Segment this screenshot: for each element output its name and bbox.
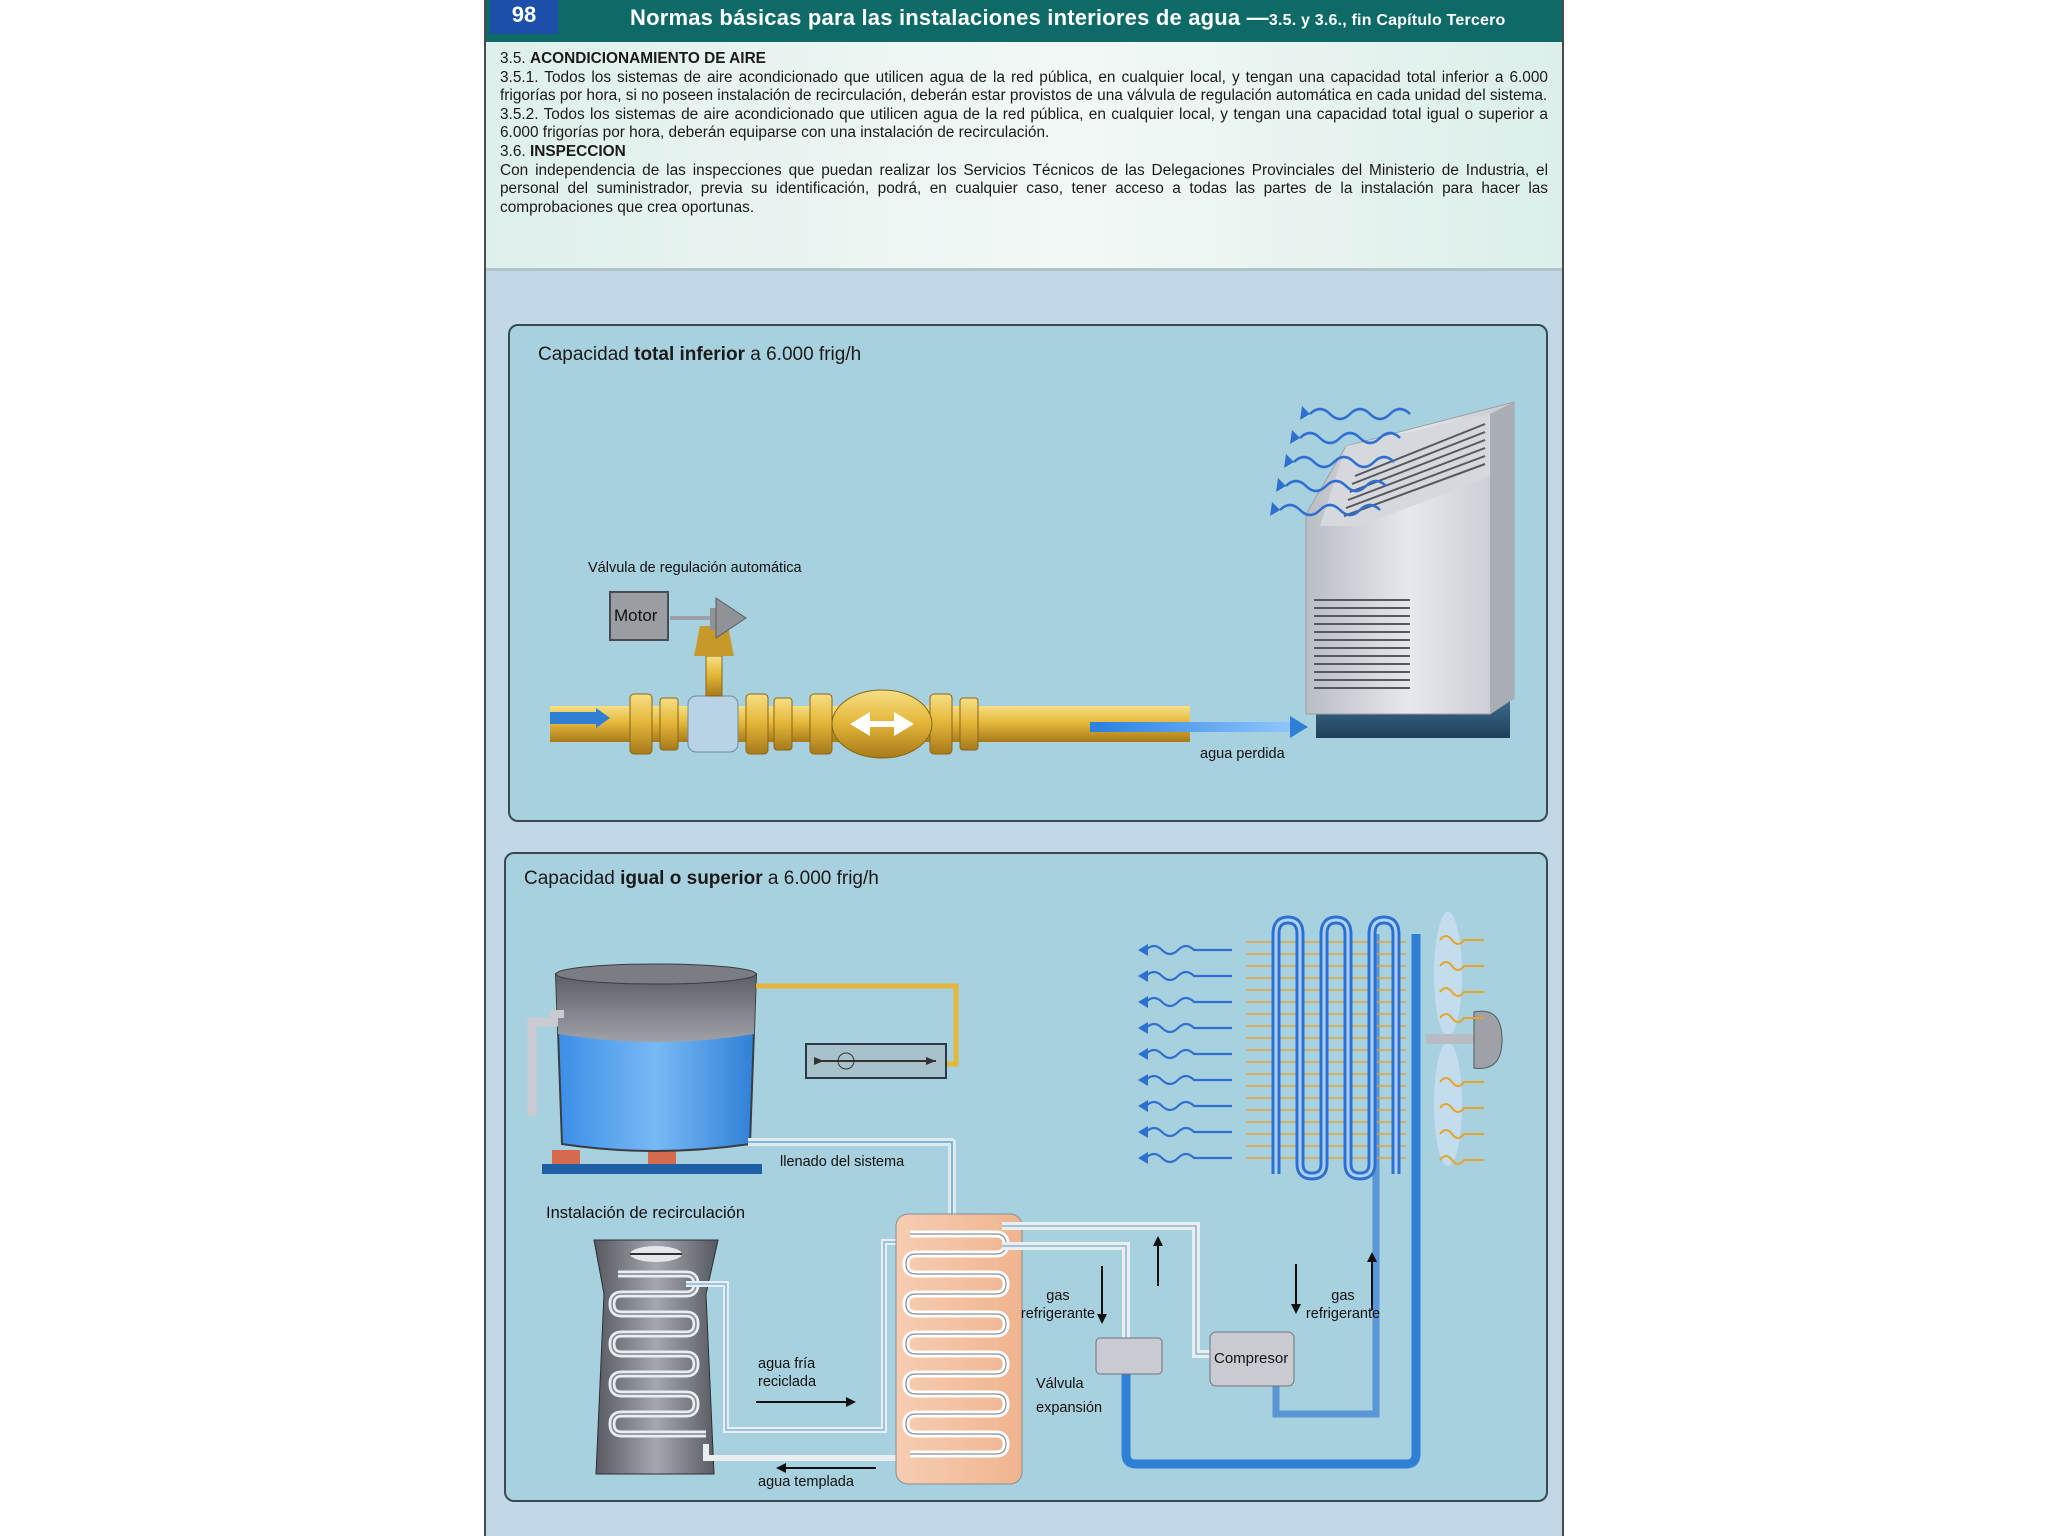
paragraph-3-6: Con independencia de las inspecciones qu… [500, 161, 1548, 216]
outflow-stream [1090, 722, 1290, 732]
cooling-tower [593, 1239, 719, 1475]
page-title-sub: 3.5. y 3.6., fin Capítulo Tercero [1268, 12, 1506, 29]
cold-water-label-line2: reciclada [758, 1374, 817, 1390]
refrigerant-return-pipe [1121, 934, 1421, 1469]
gas-left-label-line2: refrigerante [1020, 1306, 1096, 1322]
gas-right-label-line1: gas [1331, 1288, 1355, 1304]
paragraph-3-5-1: 3.5.1. Todos los sistemas de aire acondi… [500, 68, 1548, 105]
motor-box [609, 591, 669, 641]
cold-water-label-line1: agua fría [758, 1356, 816, 1372]
lost-water-label: agua perdida [1200, 746, 1285, 762]
section-3-6-heading: 3.6. INSPECCION [500, 142, 626, 160]
page-title-main: Normas básicas para las instalaciones in… [630, 5, 1269, 30]
page-title: Normas básicas para las instalaciones in… [630, 5, 1505, 31]
motor-label: Motor [614, 606, 658, 625]
outflow-arrow [1290, 716, 1308, 738]
expansion-valve-label-line1: Válvula [1036, 1376, 1084, 1392]
air-conditioner-unit [1305, 401, 1515, 738]
gas-right-label-line2: refrigerante [1305, 1306, 1381, 1322]
book-page: 98 Normas básicas para las instalaciones… [484, 0, 1564, 1536]
section-3-5-heading: 3.5. ACONDICIONAMIENTO DE AIRE [500, 50, 766, 67]
regulating-valve [687, 695, 739, 753]
heat-exchanger [895, 1213, 1023, 1485]
compressor [1209, 1331, 1295, 1387]
paragraph-3-5-2: 3.5.2. Todos los sistemas de aire acondi… [500, 105, 1548, 142]
condenser-fan [1426, 912, 1503, 1166]
condenser-coil [1246, 915, 1406, 1181]
diagram-small-capacity-art [550, 401, 1515, 759]
panel1-title: Capacidad total inferior a 6.000 frig/h [538, 344, 862, 365]
diagram-large-capacity-art [527, 912, 1503, 1485]
gas-left-label-line1: gas [1046, 1288, 1070, 1304]
diagram-panel-large-capacity: Capacidad igual o superior a 6.000 frig/… [504, 852, 1548, 1502]
warm-water-arrow [776, 1463, 786, 1473]
recirculation-tank [527, 963, 762, 1174]
text-block: 3.5. ACONDICIONAMIENTO DE AIRE 3.5.1. To… [486, 42, 1562, 271]
valve-label: Válvula de regulación automática [588, 560, 802, 576]
recirculation-label: Instalación de recirculación [546, 1204, 746, 1222]
air-flow-waves [1279, 407, 1411, 517]
page-number-badge: 98 [490, 0, 558, 34]
expansion-valve [1095, 1337, 1163, 1375]
expansion-valve-label-line2: expansión [1036, 1400, 1103, 1416]
compressor-label: Compresor [1214, 1350, 1289, 1367]
compressor-outlet-pipe [1272, 934, 1380, 1418]
outgoing-air-waves [1145, 944, 1232, 1164]
incoming-air-waves [1439, 935, 1484, 1165]
panel2-title: Capacidad igual o superior a 6.000 frig/… [524, 868, 879, 889]
page-header: 98 Normas básicas para las instalaciones… [486, 0, 1562, 42]
warm-water-label: agua templada [758, 1474, 854, 1490]
diagram-panel-small-capacity: Capacidad total inferior a 6.000 frig/h … [508, 324, 1548, 822]
pipe-fittings [629, 693, 979, 755]
inflow-arrow [596, 708, 610, 728]
page-number: 98 [511, 2, 537, 27]
cold-water-arrow [846, 1397, 856, 1407]
fill-label: llenado del sistema [780, 1154, 905, 1170]
